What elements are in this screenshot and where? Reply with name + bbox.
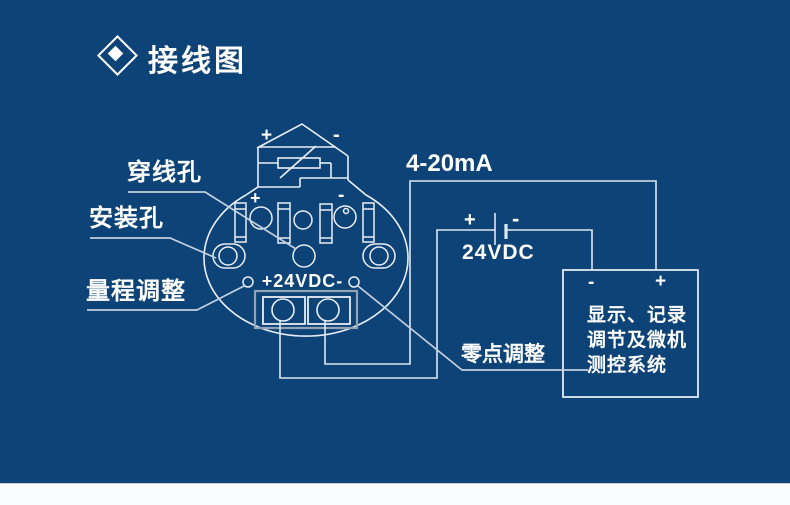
leader-span-adjust — [87, 285, 245, 311]
instrument-box-line: 显示、记录 — [587, 305, 688, 326]
battery-minus-sign: - — [512, 206, 520, 231]
instrument-box-line: 调节及微机 — [587, 330, 688, 351]
screw-slot — [362, 202, 375, 243]
sensor-terminal-plus-hole — [249, 206, 273, 230]
loop-wiring — [279, 180, 699, 398]
terminal-plus-cell — [262, 296, 306, 325]
sensor-terminal-mid-hole — [293, 210, 313, 230]
transmitter-body — [203, 179, 409, 337]
rtd-resistor-symbol — [277, 157, 321, 169]
label-supply-voltage: 24VDC — [462, 241, 535, 264]
leader-cable-hole — [128, 191, 297, 250]
transmitter-holes — [212, 202, 396, 288]
right-shoulder-line — [347, 179, 367, 196]
wire-negative-supply — [506, 229, 593, 270]
screw-slot — [234, 202, 247, 243]
instrument-minus-sign: - — [588, 272, 595, 293]
leader-mounting-hole — [90, 237, 217, 259]
instrument-box-text: 显示、记录 调节及微机 测控系统 — [587, 303, 687, 378]
sensor-plus-sign: + — [261, 125, 273, 146]
cable-hole-circle — [292, 244, 316, 268]
mounting-hole-right — [362, 243, 396, 269]
label-mounting-hole: 安装孔 — [89, 205, 164, 232]
instrument-box-outline — [562, 269, 699, 398]
terminal-dot — [342, 207, 350, 215]
zero-adjust-pot — [348, 276, 360, 288]
label-current-loop: 4-20mA — [406, 150, 493, 177]
page-title: 接线图 — [148, 45, 247, 78]
input-plus-sign: + — [250, 188, 261, 208]
input-minus-sign: - — [338, 185, 345, 206]
terminal-block-outer — [253, 289, 359, 330]
callout-leaders — [87, 191, 588, 371]
screw-slot — [319, 203, 333, 244]
label-zero-adjust: 零点调整 — [461, 343, 545, 366]
leader-zero-adjust — [357, 285, 588, 371]
footer-white-strip — [0, 483, 790, 505]
instrument-box-line: 测控系统 — [587, 355, 668, 376]
transmitter-outline — [203, 194, 409, 337]
terminal-minus-cell — [307, 296, 351, 325]
rtd-slash — [279, 145, 317, 179]
roof-lines — [256, 123, 349, 157]
left-shoulder-line — [245, 186, 259, 196]
battery-plus-sign: + — [464, 209, 476, 231]
sensor-housing — [256, 123, 349, 188]
span-adjust-pot — [242, 276, 254, 288]
sensor-terminal-minus-hole — [333, 205, 357, 229]
terminal-block — [253, 289, 359, 330]
label-cable-hole: 穿线孔 — [127, 159, 202, 186]
label-24vdc-terminal: +24VDC- — [261, 271, 344, 291]
wire-4-20mA-loop — [324, 180, 657, 365]
label-span-adjust: 量程调整 — [86, 278, 186, 305]
screw-slot — [277, 202, 291, 244]
wire-positive-supply — [279, 229, 495, 379]
sensor-minus-sign: - — [333, 124, 340, 146]
instrument-plus-sign: + — [655, 271, 667, 292]
